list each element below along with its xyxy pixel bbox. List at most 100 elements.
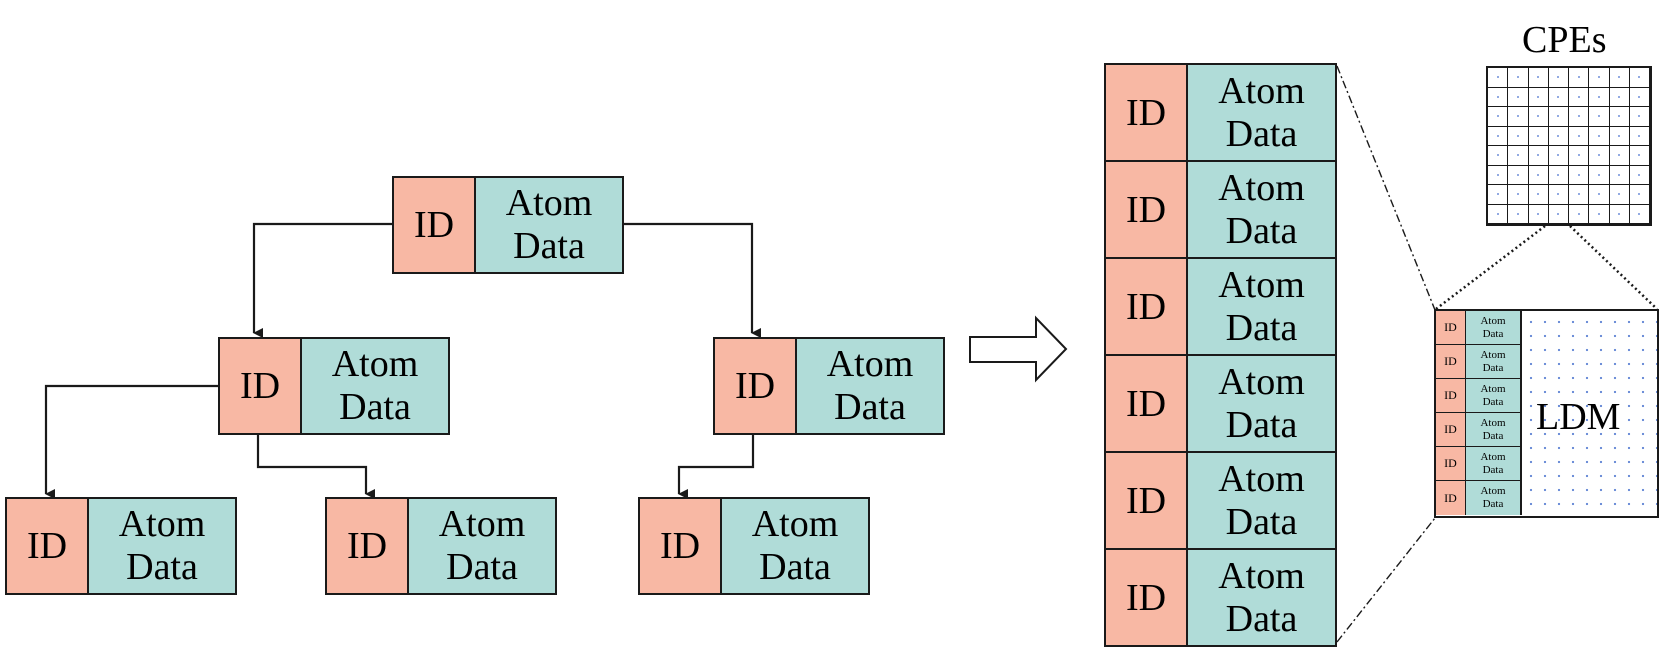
cpe-cell [1629,185,1650,205]
id-cell: ID [1106,550,1188,645]
id-cell: ID [1106,356,1188,451]
edge-left-midleaf [256,434,375,499]
cpe-cell [1589,204,1610,224]
cpe-cell [1589,185,1610,205]
cpe-cell [1508,107,1529,127]
cpe-cell [1609,146,1630,166]
cpe-cell [1569,204,1590,224]
cpe-cell [1488,165,1509,185]
edge-root-left [252,222,392,338]
cpe-grid [1486,66,1652,226]
cpe-cell [1548,185,1569,205]
cpe-cell [1629,126,1650,146]
id-cell: ID [1436,345,1466,378]
cpe-cell [1609,185,1630,205]
cpe-cell [1488,126,1509,146]
cpe-cell [1488,87,1509,107]
id-cell: ID [1436,311,1466,344]
zoom-line-top [1336,65,1436,311]
cpe-cell [1629,165,1650,185]
id-cell: ID [1106,453,1188,548]
cpe-cell [1569,107,1590,127]
cpe-cell [1629,204,1650,224]
cpe-cell [1508,165,1529,185]
cpe-cell [1508,146,1529,166]
cpe-cell [1548,68,1569,88]
cpe-cell [1609,87,1630,107]
cpe-cell [1508,185,1529,205]
cpe-cell [1609,126,1630,146]
cpe-cell [1548,126,1569,146]
cpe-cell [1589,87,1610,107]
cpe-cell [1488,68,1509,88]
id-cell: ID [220,339,302,433]
id-cell: ID [1436,447,1466,480]
cpe-zoom-line-right [1569,225,1658,310]
cpe-cell [1528,107,1549,127]
cpe-cell [1548,107,1569,127]
cpe-cell [1629,146,1650,166]
id-cell: ID [1436,413,1466,446]
cpe-cell [1589,68,1610,88]
id-cell: ID [640,499,722,593]
cpe-cell [1569,146,1590,166]
cpe-cell [1528,204,1549,224]
cpes-title: CPEs [1522,19,1607,61]
cpe-cell [1609,204,1630,224]
cpe-cell [1488,107,1509,127]
cpe-cell [1528,126,1549,146]
zoom-line-bottom [1336,517,1436,643]
cpe-cell [1609,68,1630,88]
cpe-cell [1488,146,1509,166]
id-cell: ID [1106,65,1188,160]
id-cell: ID [394,178,476,272]
cpe-cell [1569,87,1590,107]
id-cell: ID [7,499,89,593]
cpe-cell [1528,165,1549,185]
id-cell: ID [1436,481,1466,515]
cpe-cell [1508,87,1529,107]
cpe-cell [1609,107,1630,127]
cpe-cell [1629,107,1650,127]
hollow-arrow-icon [969,315,1068,383]
cpe-cell [1569,68,1590,88]
cpe-cell [1569,185,1590,205]
cpe-cell [1548,204,1569,224]
cpe-cell [1488,204,1509,224]
id-cell: ID [715,339,797,433]
cpe-cell [1589,146,1610,166]
edge-root-right [620,222,761,338]
cpe-cell [1589,126,1610,146]
